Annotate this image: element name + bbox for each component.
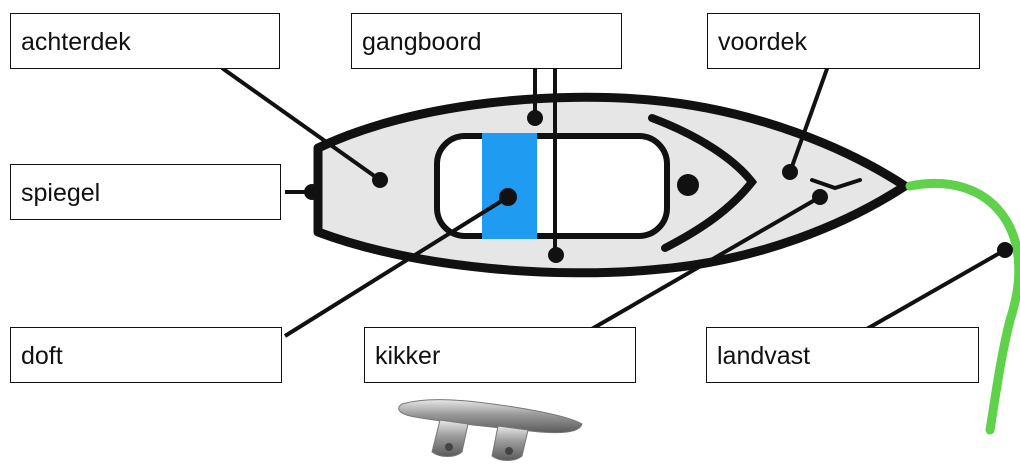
label-gangboord: gangboord [351, 13, 622, 69]
leader-lines [220, 65, 1006, 338]
label-achterdek: achterdek [10, 13, 280, 69]
deck-cleat-icon [810, 178, 862, 191]
doft-thwart [482, 133, 537, 239]
leader-dots [304, 110, 1013, 263]
label-doft: doft [10, 327, 282, 383]
label-spiegel: spiegel [10, 164, 281, 220]
label-kikker: kikker [364, 327, 636, 383]
label-voordek: voordek [707, 13, 980, 69]
label-landvast: landvast [706, 327, 979, 383]
rope-line [905, 178, 1020, 435]
bow-coaming [648, 114, 758, 252]
cleat-photo-icon [398, 399, 583, 461]
